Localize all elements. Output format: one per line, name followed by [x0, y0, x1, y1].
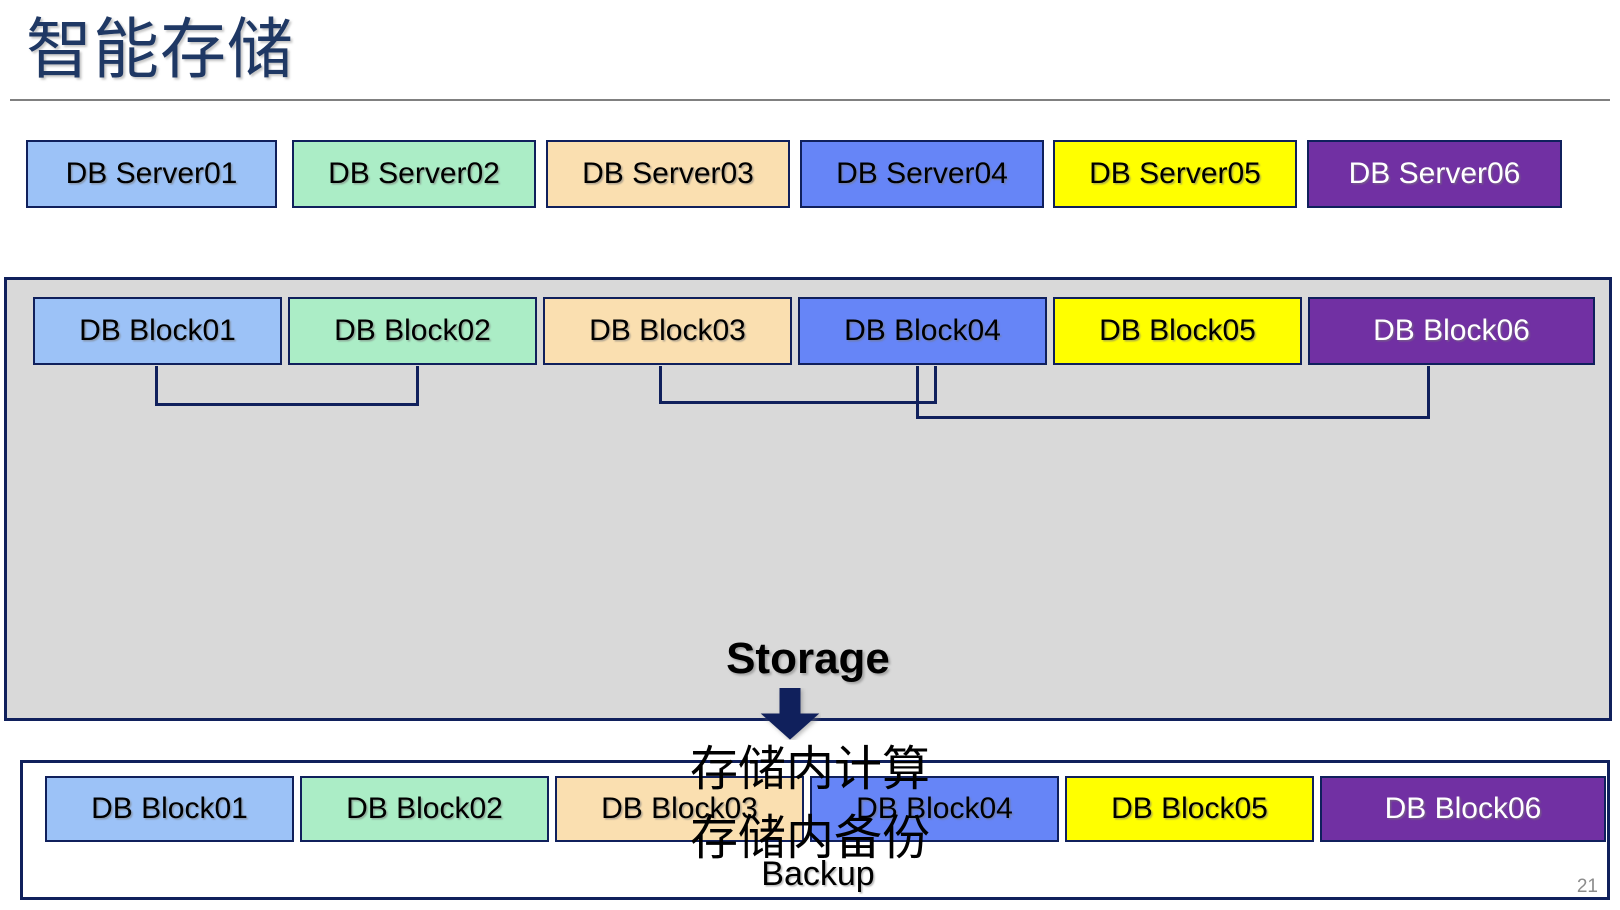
db-block-primary-box-6[interactable]: DB Block06	[1308, 297, 1595, 365]
db-block-backup-box-2[interactable]: DB Block02	[300, 776, 549, 842]
page-number: 21	[1576, 876, 1598, 897]
db-block-backup-box-3[interactable]: DB Block03	[555, 776, 804, 842]
caption-in-storage-backup: 存储内备份	[689, 812, 930, 865]
db-block-backup-box-label: DB Block04	[856, 792, 1013, 825]
bracket-block01-block02-horizontal	[155, 403, 416, 406]
db-block-backup-box-label: DB Block02	[346, 792, 503, 825]
bracket-block03-block04-vertical-left	[659, 366, 662, 404]
storage-container: DB Block01 DB Block02 DB Block03 DB Block04…	[4, 277, 1612, 900]
backup-label: Backup	[761, 855, 875, 893]
db-block-backup-box-label: DB Block01	[91, 792, 248, 825]
db-block-backup-box-label: DB Block05	[1111, 792, 1268, 825]
page-title: 智能存储	[26, 12, 294, 86]
db-block-primary-box-3[interactable]: DB Block03	[543, 297, 792, 365]
bracket-block03-block04-vertical-right	[934, 366, 937, 404]
db-server-box-4[interactable]: DB Server04	[800, 140, 1044, 208]
down-arrow-icon	[759, 687, 821, 740]
title-divider	[10, 99, 1610, 101]
db-block-primary-box-label: DB Block02	[334, 314, 491, 347]
db-block-backup-box-6[interactable]: DB Block06	[1320, 776, 1606, 842]
db-server-box-5[interactable]: DB Server05	[1053, 140, 1297, 208]
db-server-box-label: DB Server03	[582, 157, 754, 190]
bracket-block01-block02-vertical-left	[155, 366, 158, 406]
db-block-primary-box-label: DB Block03	[589, 314, 746, 347]
backup-box: DB Block01 DB Block02 DB Block03 DB Block04…	[20, 760, 1610, 900]
db-block-primary-box-label: DB Block05	[1099, 314, 1256, 347]
db-block-primary-box-2[interactable]: DB Block02	[288, 297, 537, 365]
storage-label: Storage	[726, 634, 890, 683]
db-server-box-3[interactable]: DB Server03	[546, 140, 790, 208]
db-server-box-1[interactable]: DB Server01	[26, 140, 277, 208]
db-server-box-label: DB Server05	[1089, 157, 1261, 190]
db-block-primary-box-1[interactable]: DB Block01	[33, 297, 282, 365]
db-server-box-label: DB Server01	[65, 157, 238, 190]
db-block-backup-box-5[interactable]: DB Block05	[1065, 776, 1314, 842]
db-block-primary-box-4[interactable]: DB Block04	[798, 297, 1047, 365]
bracket-block01-block02-vertical-right	[416, 366, 419, 406]
bracket-block04-block06-vertical-right	[1427, 366, 1430, 419]
bracket-block04-block06-horizontal	[916, 416, 1427, 419]
db-server-box-label: DB Server06	[1348, 157, 1521, 190]
db-block-backup-box-1[interactable]: DB Block01	[45, 776, 294, 842]
db-server-box-2[interactable]: DB Server02	[292, 140, 536, 208]
db-server-box-6[interactable]: DB Server06	[1307, 140, 1562, 208]
db-block-backup-box-4[interactable]: DB Block04	[810, 776, 1059, 842]
db-block-backup-box-label: DB Block06	[1384, 792, 1542, 825]
db-block-backup-box-label: DB Block03	[601, 792, 758, 825]
bracket-block03-block04-horizontal	[659, 401, 934, 404]
bracket-block04-block06-vertical-left	[916, 366, 919, 419]
db-block-primary-box-label: DB Block01	[79, 314, 236, 347]
db-block-primary-box-label: DB Block06	[1373, 314, 1530, 347]
db-block-primary-box-5[interactable]: DB Block05	[1053, 297, 1302, 365]
db-server-box-label: DB Server02	[328, 157, 500, 190]
caption-in-storage-compute: 存储内计算	[689, 743, 930, 796]
db-block-primary-box-label: DB Block04	[844, 314, 1001, 347]
db-server-box-label: DB Server04	[836, 157, 1008, 190]
